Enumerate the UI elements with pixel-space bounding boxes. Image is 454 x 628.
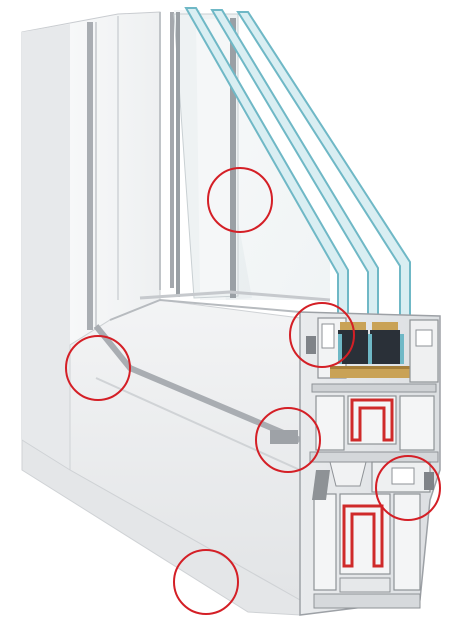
highlight-circle-glass bbox=[207, 167, 273, 233]
highlight-circle-inner-seal bbox=[65, 335, 131, 401]
highlight-circle-frame-corner bbox=[173, 549, 239, 615]
highlight-circle-sash-gasket bbox=[255, 407, 321, 473]
highlight-markers bbox=[65, 167, 441, 615]
gaskets bbox=[270, 336, 434, 500]
highlight-circle-center-gasket bbox=[375, 455, 441, 521]
frame-horizontal-sill bbox=[21, 290, 331, 616]
highlight-circle-glass-edge bbox=[289, 302, 355, 368]
frame-vertical-jamb bbox=[21, 11, 174, 471]
profile-cross-section bbox=[299, 311, 441, 616]
